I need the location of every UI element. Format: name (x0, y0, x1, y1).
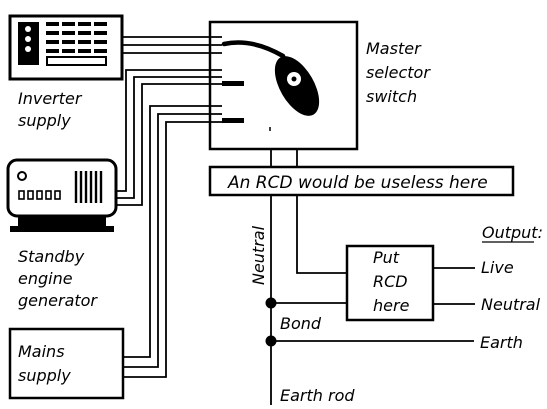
master-switch-label: Master selector switch (366, 39, 435, 106)
put-rcd-label: Put RCD here (373, 248, 413, 315)
neutral-vertical-label: Neutral (249, 225, 268, 285)
output-heading: Output: (482, 223, 543, 242)
bond-junction-upper (265, 297, 277, 309)
generator-label-line1: Standby (18, 247, 85, 266)
neutral-output-label: Neutral (481, 295, 541, 314)
standby-generator-label: Standby engine generator (18, 247, 98, 310)
mains-label-line2: supply (18, 366, 71, 385)
earth-rod-label: Earth rod (280, 386, 355, 405)
generator-unit-icon (6, 158, 118, 232)
generator-label-line3: generator (18, 291, 98, 310)
mains-supply-label: Mains supply (18, 342, 71, 385)
supply-cables (116, 36, 222, 378)
rotary-switch-icon (221, 40, 320, 116)
generator-label-line2: engine (18, 269, 73, 288)
inverter-unit-icon (8, 14, 124, 81)
earth-bus (270, 300, 474, 405)
master-label-line3: switch (366, 87, 417, 106)
mains-label-line1: Mains (18, 342, 65, 361)
inverter-label-line2: supply (18, 111, 71, 130)
mains-supply-box (8, 327, 125, 400)
rcd-box (345, 244, 435, 322)
put-rcd-line1: Put (373, 248, 400, 267)
master-label-line2: selector (366, 63, 431, 82)
switch-output-cables (270, 149, 347, 300)
output-lines (433, 267, 475, 305)
rcd-warning-banner (208, 165, 515, 197)
earth-label: Earth (480, 333, 523, 352)
switch-contact-1 (222, 81, 244, 86)
switch-contact-2 (222, 118, 244, 123)
bond-label: Bond (280, 314, 322, 333)
rcd-useless-text: An RCD would be useless here (227, 173, 488, 193)
master-label-line1: Master (366, 39, 422, 58)
put-rcd-line3: here (373, 296, 410, 315)
inverter-label-line1: Inverter (18, 89, 83, 108)
inverter-supply-label: Inverter supply (18, 89, 87, 130)
live-label: Live (481, 258, 514, 277)
bond-junction-lower (265, 335, 277, 347)
put-rcd-line2: RCD (373, 272, 408, 291)
